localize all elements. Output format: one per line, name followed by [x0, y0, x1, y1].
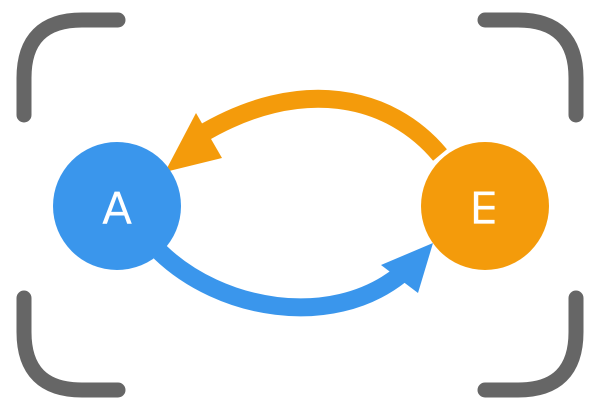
forall-circle	[53, 142, 181, 270]
forall-symbol: ∀	[102, 181, 132, 232]
node-exists: ∃	[421, 142, 549, 270]
edge-exists-to-forall	[165, 89, 447, 172]
top-right-bracket	[477, 12, 584, 123]
blue-arrow-shaft	[153, 245, 406, 317]
exists-symbol: ∃	[471, 181, 499, 232]
bottom-left-bracket	[16, 290, 126, 398]
top-left-bracket	[16, 12, 126, 123]
corner-brackets	[16, 12, 584, 398]
blue-arrowhead	[381, 243, 433, 293]
exists-circle	[421, 142, 549, 270]
edge-forall-to-exists	[153, 243, 433, 317]
orange-arrow-shaft	[195, 89, 447, 161]
bottom-right-bracket	[477, 290, 584, 398]
node-forall: ∀	[53, 142, 181, 270]
orange-arrowhead	[165, 113, 222, 172]
